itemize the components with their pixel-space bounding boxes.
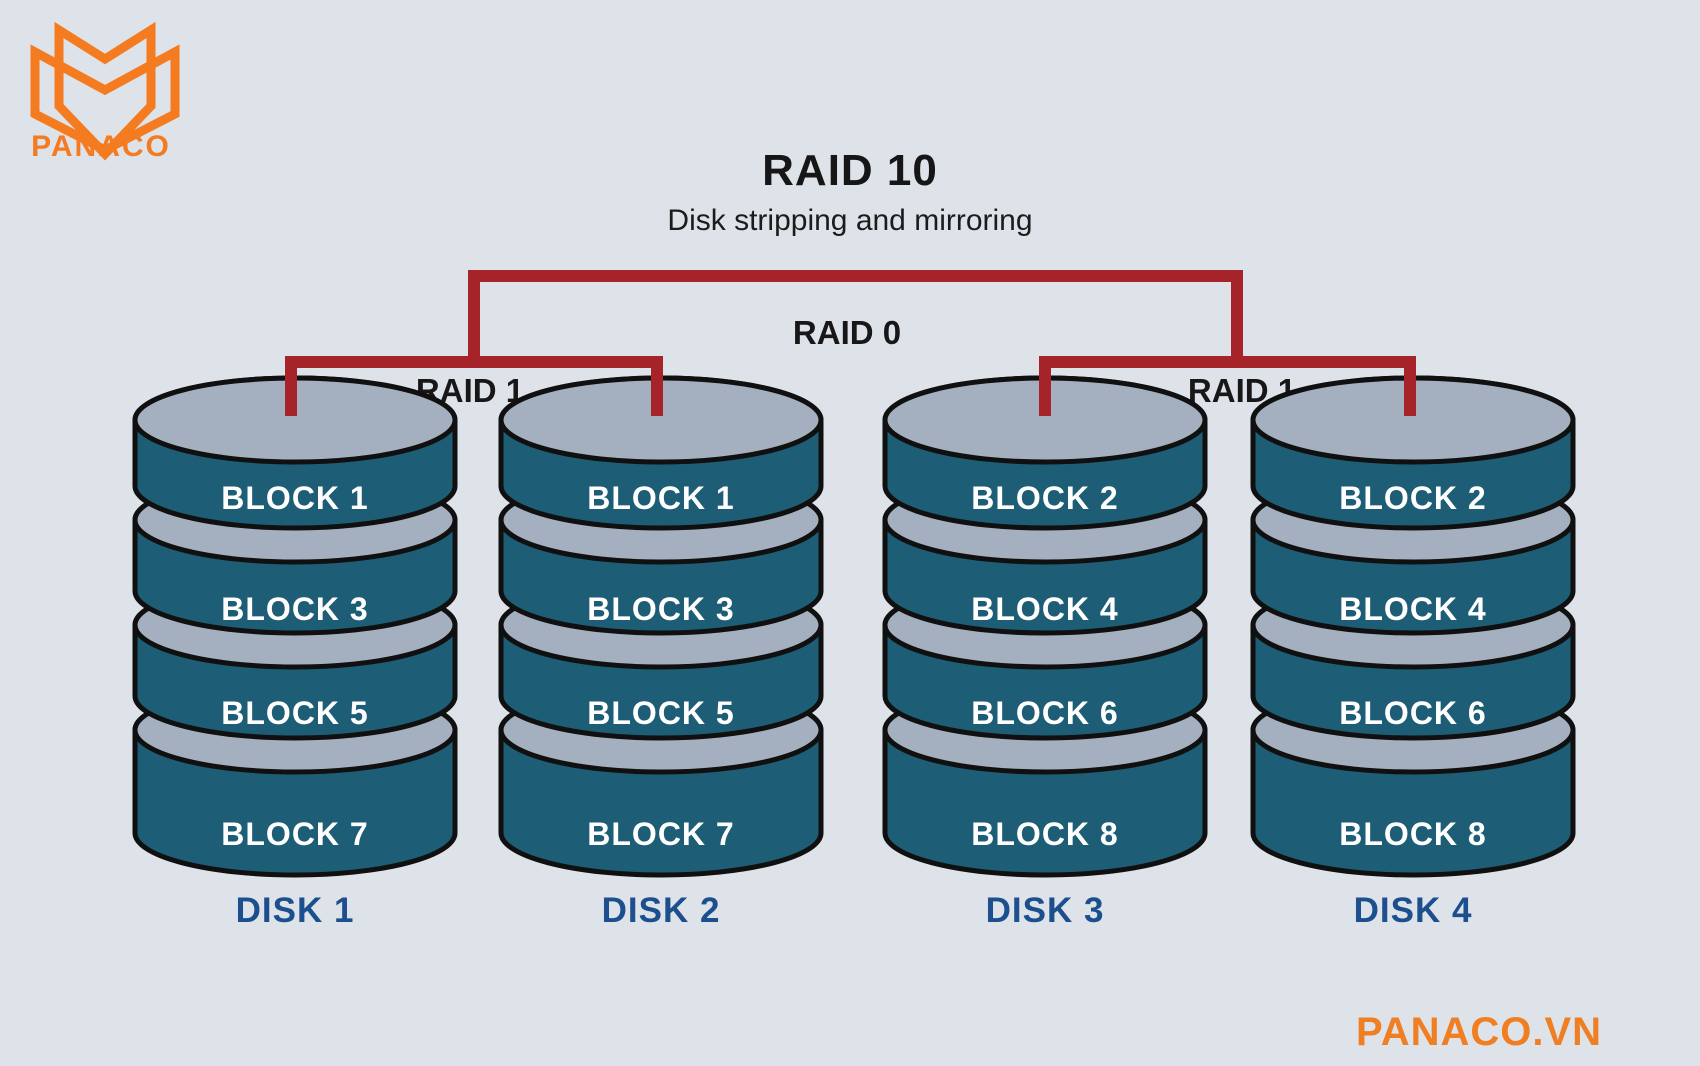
disk-2-label: DISK 2 [601, 891, 721, 930]
disk-top-ellipse [132, 375, 458, 465]
disk-3-label: DISK 3 [985, 891, 1105, 930]
disk-1-cylinder: BLOCK 1 BLOCK 3 BLOCK 5 BLOCK 7 [132, 375, 458, 878]
block-label: BLOCK 5 [221, 695, 368, 731]
raid0-label: RAID 0 [792, 314, 902, 351]
disk-top-ellipse [1250, 375, 1576, 465]
disk-4-label: DISK 4 [1353, 891, 1473, 930]
block-label: BLOCK 5 [587, 695, 734, 731]
block-label: BLOCK 2 [1339, 480, 1486, 516]
footer-website-text: PANACO.VN [1356, 1010, 1603, 1054]
block-label: BLOCK 3 [221, 591, 368, 627]
logo-inner-book-shape [54, 21, 156, 161]
block-label: BLOCK 6 [971, 695, 1118, 731]
panaco-logo-book-icon [30, 21, 180, 161]
block-label: BLOCK 3 [587, 591, 734, 627]
logo-brand-text: PANACO [31, 130, 171, 163]
diagram-subtitle: Disk stripping and mirroring [667, 204, 1033, 237]
block-label: BLOCK 1 [587, 480, 734, 516]
block-label: BLOCK 7 [587, 816, 734, 852]
block-label: BLOCK 8 [971, 816, 1118, 852]
disk-4-cylinder: BLOCK 2 BLOCK 4 BLOCK 6 BLOCK 8 [1250, 375, 1576, 878]
disk-3-cylinder: BLOCK 2 BLOCK 4 BLOCK 6 BLOCK 8 [882, 375, 1208, 878]
block-label: BLOCK 7 [221, 816, 368, 852]
block-label: BLOCK 4 [971, 591, 1118, 627]
block-label: BLOCK 6 [1339, 695, 1486, 731]
block-label: BLOCK 8 [1339, 816, 1486, 852]
block-label: BLOCK 4 [1339, 591, 1486, 627]
disk-top-ellipse [498, 375, 824, 465]
block-label: BLOCK 2 [971, 480, 1118, 516]
disk-2-cylinder: BLOCK 1 BLOCK 3 BLOCK 5 BLOCK 7 [498, 375, 824, 878]
block-label: BLOCK 1 [221, 480, 368, 516]
diagram-title: RAID 10 [762, 146, 938, 195]
disk-1-label: DISK 1 [235, 891, 355, 930]
disk-top-ellipse [882, 375, 1208, 465]
